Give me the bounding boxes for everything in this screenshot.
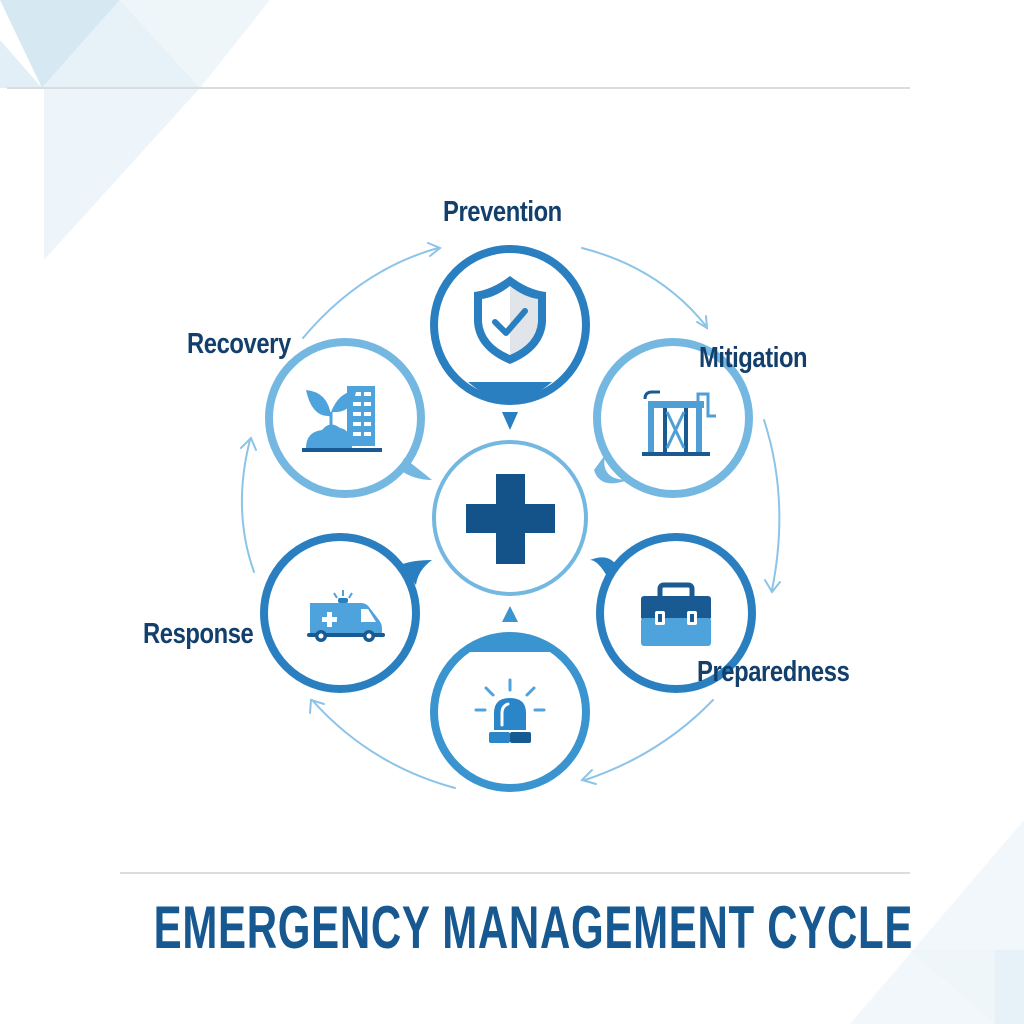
phase-node-recovery[interactable]: [265, 338, 432, 498]
label-mitigation: Mitigation: [699, 342, 808, 374]
ambulance-icon: [307, 590, 385, 642]
top-divider: [7, 87, 910, 89]
phase-node-response[interactable]: [260, 533, 432, 693]
toolbox-icon: [641, 582, 711, 646]
label-recovery: Recovery: [187, 328, 291, 360]
medical-cross-icon: [466, 474, 555, 564]
emergency-siren-icon: [474, 678, 546, 743]
page-title: EMERGENCY MANAGEMENT CYCLE: [153, 894, 914, 961]
label-response: Response: [143, 618, 254, 650]
decorative-background-top-left: [0, 0, 270, 260]
plant-building-icon: [302, 386, 382, 452]
phase-node-alert[interactable]: [430, 606, 590, 792]
decorative-background-bottom-right: [850, 820, 1024, 1024]
bottom-divider: [120, 872, 910, 874]
shield-check-icon: [474, 276, 546, 364]
phase-node-preparedness[interactable]: [590, 533, 756, 693]
phase-node-mitigation[interactable]: [593, 338, 753, 498]
cycle-arrows: [240, 242, 781, 789]
center-node: [432, 440, 588, 596]
label-preparedness: Preparedness: [697, 656, 850, 688]
infrastructure-tower-icon: [642, 390, 716, 456]
label-prevention: Prevention: [443, 196, 562, 228]
phase-node-prevention[interactable]: [430, 245, 590, 430]
